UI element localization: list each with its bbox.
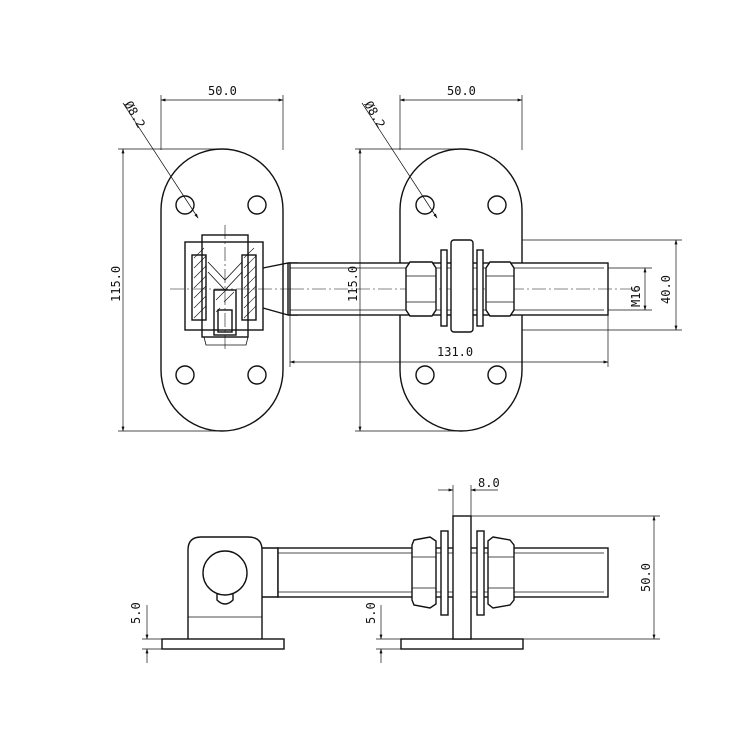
bottom-washer-left [440,530,449,616]
bottom-left-hinge-body [187,536,263,639]
hole-top-left-4 [247,365,267,385]
top-left-view: 50.0 115.0 Ø8.2 [109,84,298,432]
dim-top-left-width: 50.0 [208,84,237,98]
bottom-left-base [161,638,285,650]
hinge-section [184,225,264,350]
hole-top-left-2 [247,195,267,215]
top-left-plate [160,148,284,432]
dim-right-base: 5.0 [364,602,378,624]
dim-top-right-height: 115.0 [346,266,360,302]
top-washer-left [440,249,448,327]
bottom-right-side-view: 8.0 50.0 5.0 [364,476,660,663]
bottom-left-hinge-hole [202,550,248,596]
top-right-plate [399,148,523,432]
hole-top-right-3 [415,365,435,385]
dim-top-right-width: 50.0 [447,84,476,98]
bottom-right-base [400,638,524,650]
top-plate-section [450,239,474,333]
bottom-nut-right [487,536,515,609]
bottom-nut-left [411,536,437,609]
top-right-view: 50.0 115.0 Ø8.2 131.0 M16 40.0 [289,84,682,432]
bottom-left-side-view: 5.0 [129,536,609,663]
hole-top-right-1 [415,195,435,215]
dim-left-base: 5.0 [129,602,143,624]
dim-thread: M16 [629,285,643,307]
dim-side-height: 50.0 [639,563,653,592]
dim-top-left-hole: Ø8.2 [121,99,148,131]
dim-top-left-height: 115.0 [109,266,123,302]
hole-top-left-3 [175,365,195,385]
hole-top-right-4 [487,365,507,385]
hole-top-right-2 [487,195,507,215]
dim-rod-span: 40.0 [659,275,673,304]
top-washer-right [476,249,484,327]
bottom-washer-right [476,530,485,616]
dim-plate-thickness: 8.0 [478,476,500,490]
dim-top-right-hole: Ø8.2 [361,99,388,131]
hole-top-left-1 [175,195,195,215]
top-nut-right [485,261,515,317]
bottom-right-plate [452,515,472,640]
dim-rod-length: 131.0 [437,345,473,359]
top-nut-left [405,261,437,317]
